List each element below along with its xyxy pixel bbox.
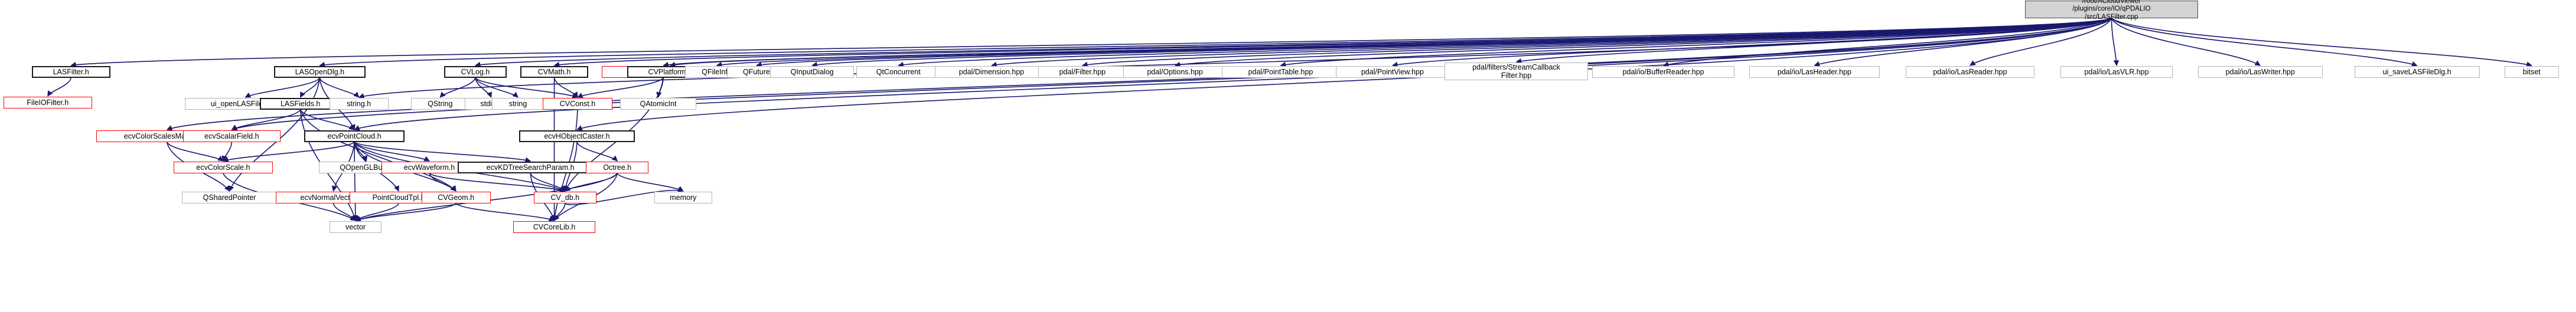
graph-edge (576, 142, 618, 162)
graph-node-pdal-pointtable-hpp[interactable]: pdal/PointTable.hpp (1222, 66, 1339, 78)
graph-node-ecvwaveform-h[interactable]: ecvWaveform.h (381, 162, 477, 173)
graph-edge (353, 142, 358, 221)
graph-node-ecvscalarfield-h[interactable]: ecvScalarField.h (182, 130, 281, 142)
graph-edge (2111, 18, 2418, 67)
graph-edge (1814, 18, 2112, 67)
graph-node-pdal-io-bufferreader[interactable]: pdal/io/BufferReader.hpp (1592, 66, 1734, 78)
graph-edge (299, 77, 321, 98)
graph-node-pdal-pointview-hpp[interactable]: pdal/PointView.hpp (1335, 66, 1450, 78)
graph-edge (299, 109, 456, 192)
graph-edge (811, 18, 2112, 68)
graph-node-ecvhobjectcaster-h[interactable]: ecvHObjectCaster.h (519, 130, 635, 142)
graph-edge (166, 142, 224, 162)
graph-edge (358, 18, 2112, 99)
graph-edge (1174, 18, 2112, 68)
graph-edge (553, 203, 566, 221)
graph-edge (429, 173, 456, 192)
graph-node-vector[interactable]: vector (329, 221, 382, 233)
graph-node-string-h[interactable]: string.h (329, 98, 389, 110)
graph-edge (2111, 18, 2532, 67)
graph-edge (474, 18, 2112, 68)
graph-edge (244, 77, 321, 98)
graph-node-lasfields-h[interactable]: LASFields.h (260, 98, 341, 110)
graph-edge (1391, 18, 2112, 68)
graph-node-pdal-io-laswriter[interactable]: pdal/io/LasWriter.hpp (2197, 66, 2323, 78)
graph-edge (669, 18, 2112, 68)
graph-edge (991, 18, 2112, 68)
graph-node-ecvkdtreesearchparam-h[interactable]: ecvKDTreeSearchParam.h (458, 162, 604, 173)
graph-edge (1081, 18, 2112, 68)
graph-edge (2111, 18, 2261, 66)
graph-node-octree-h[interactable]: Octree.h (586, 162, 649, 173)
graph-edge (898, 18, 2112, 68)
graph-edge (223, 142, 355, 163)
graph-node-pdal-filter-hpp[interactable]: pdal/Filter.hpp (1038, 66, 1127, 78)
graph-node-root[interactable]: /root/ACloudViewer /plugins/core/IO/qPDA… (2025, 0, 2198, 21)
graph-node-cvconst-h[interactable]: CVConst.h (543, 98, 612, 110)
graph-edge (663, 18, 2112, 68)
graph-edge (70, 18, 2112, 68)
graph-node-ecvpointcloud-h[interactable]: ecvPointCloud.h (304, 130, 405, 142)
graph-edge (319, 18, 2112, 68)
graph-edge (355, 203, 399, 221)
graph-node-lasopendlg-h[interactable]: LASOpenDlg.h (273, 66, 366, 78)
graph-node-pdal-io-lasheader[interactable]: pdal/io/LasHeader.hpp (1749, 66, 1880, 78)
graph-node-streamcallbackfilter[interactable]: pdal/filters/StreamCallback Filter.hpp (1444, 63, 1588, 80)
graph-edge (354, 142, 531, 163)
graph-node-lasfilter-h[interactable]: LASFilter.h (31, 66, 110, 78)
graph-node-pdal-io-lasvlr[interactable]: pdal/io/LasVLR.hpp (2060, 66, 2173, 78)
graph-edge (1970, 18, 2112, 66)
graph-node-cvlog-h[interactable]: CVLog.h (444, 66, 507, 78)
graph-edge (553, 18, 2112, 68)
graph-edge (755, 18, 2112, 68)
graph-node-ui-savelasfiledlg-h[interactable]: ui_saveLASFileDlg.h (2354, 66, 2480, 78)
graph-edge (553, 77, 578, 98)
graph-node-bitset[interactable]: bitset (2504, 66, 2559, 78)
graph-node-cvcorelib-h[interactable]: CVCoreLib.h (513, 221, 595, 233)
graph-edge (475, 77, 492, 98)
graph-edge (231, 109, 301, 130)
graph-edge (656, 77, 664, 98)
graph-node-cvgeom-h[interactable]: CVGeom.h (421, 192, 491, 203)
graph-edge (354, 142, 368, 162)
graph-node-qtconcurrent[interactable]: QtConcurrent (856, 66, 941, 78)
graph-edge (565, 173, 618, 192)
graph-edge (439, 77, 476, 98)
graph-edge (332, 203, 356, 221)
graph-edge (355, 203, 456, 222)
graph-node-cv-db-h[interactable]: CV_db.h (533, 192, 596, 203)
graph-edge (577, 77, 664, 98)
graph-edge (429, 173, 566, 193)
graph-edge (47, 77, 71, 97)
graph-node-pdal-options-hpp[interactable]: pdal/Options.hpp (1123, 66, 1227, 78)
graph-edge (1515, 18, 2112, 64)
graph-node-ecvcolorscale-h[interactable]: ecvColorScale.h (174, 162, 273, 173)
graph-edge (2111, 18, 2120, 66)
graph-edge (455, 203, 555, 222)
graph-edge (530, 173, 566, 192)
graph-edge (1280, 18, 2112, 68)
graph-node-fileiofilter-h[interactable]: FileIOFilter.h (3, 97, 92, 109)
graph-edge (1662, 18, 2112, 67)
graph-node-qatomicint[interactable]: QAtomicInt (620, 98, 696, 110)
graph-edge (716, 18, 2112, 68)
graph-edge (221, 142, 233, 162)
graph-node-qstring[interactable]: QString (411, 98, 469, 110)
graph-edge (475, 77, 519, 98)
graph-node-qsharedpointer[interactable]: QSharedPointer (181, 192, 278, 203)
graph-edge (617, 173, 684, 192)
graph-edge (299, 109, 355, 130)
graph-edge (354, 142, 430, 162)
graph-node-pdal-io-lasreader[interactable]: pdal/io/LasReader.hpp (1906, 66, 2034, 78)
graph-node-memory[interactable]: memory (654, 192, 712, 203)
graph-edge (475, 77, 578, 98)
graph-node-qinputdialog[interactable]: QInputDialog (769, 66, 855, 78)
graph-node-cvmath-h[interactable]: CVMath.h (520, 66, 589, 78)
graph-node-pdal-dimension-hpp[interactable]: pdal/Dimension.hpp (934, 66, 1049, 78)
graph-edge (319, 77, 360, 98)
graph-node-string[interactable]: string (491, 98, 544, 110)
